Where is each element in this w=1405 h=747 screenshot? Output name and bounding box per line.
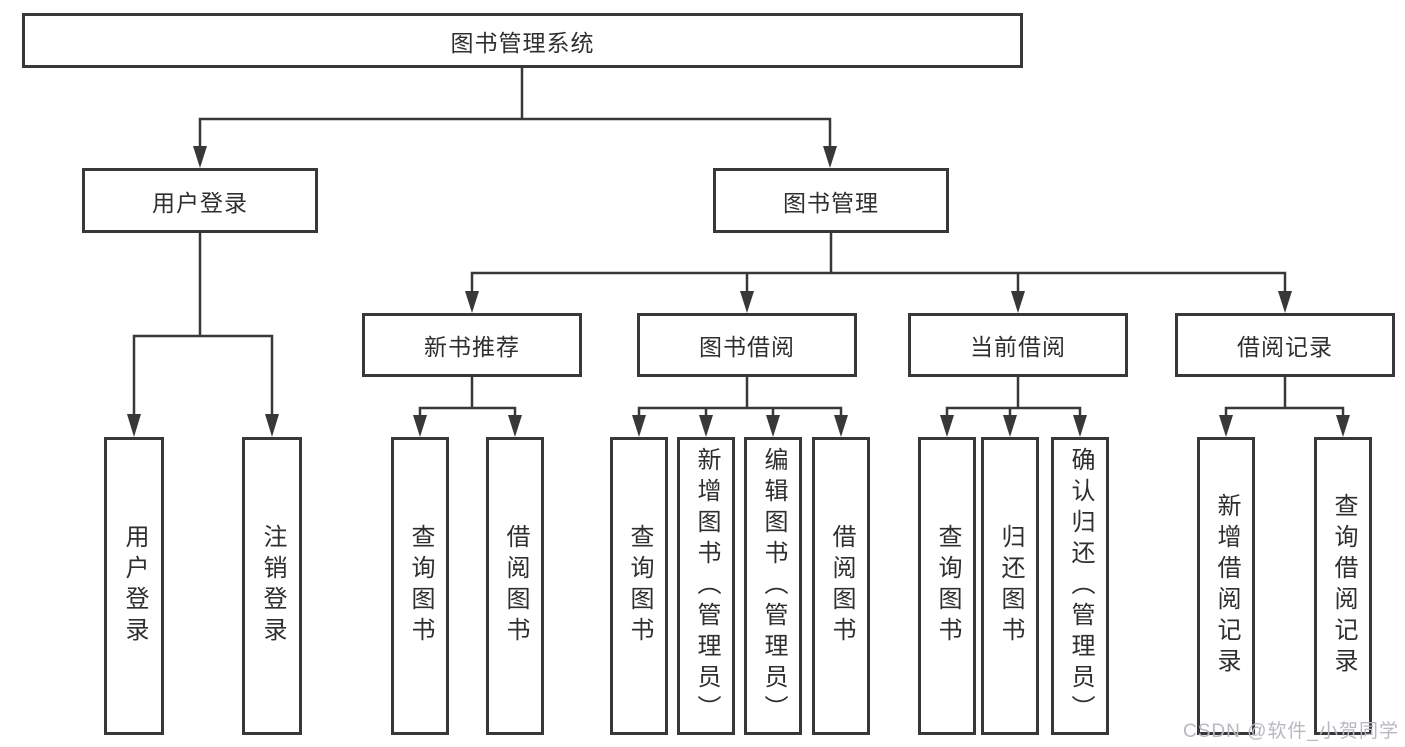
arrow-down-icon	[413, 415, 427, 437]
leaf-query-borrow-record: 查询借阅记录	[1314, 437, 1372, 735]
leaf-borrow-books: 借阅图书	[812, 437, 870, 735]
connector-records-to-leaves	[1224, 377, 1345, 416]
leaf-add-borrow-record: 新增借阅记录	[1197, 437, 1255, 735]
arrow-down-icon	[823, 146, 837, 168]
leaf-label: 查询图书	[407, 524, 434, 648]
leaf-query-books: 查询图书	[391, 437, 449, 735]
leaf-label: 用户登录	[121, 524, 148, 648]
arrow-down-icon	[1011, 291, 1025, 313]
arrow-down-icon	[699, 415, 713, 437]
leaf-confirm-return-admin: 确认归还（管理员）	[1051, 437, 1109, 735]
leaf-query-books: 查询图书	[610, 437, 668, 735]
arrow-down-icon	[508, 415, 522, 437]
connector-currentborrow-to-leaves	[945, 377, 1082, 416]
leaf-label: 确认归还（管理员）	[1067, 446, 1094, 726]
connector-root-to-level1	[198, 68, 832, 147]
arrow-down-icon	[1336, 415, 1350, 437]
arrow-down-icon	[1219, 415, 1233, 437]
node-current-borrow: 当前借阅	[908, 313, 1128, 377]
leaf-label: 新增借阅记录	[1213, 493, 1240, 679]
leaf-borrow-books: 借阅图书	[486, 437, 544, 735]
arrow-down-icon	[740, 291, 754, 313]
arrow-down-icon	[465, 291, 479, 313]
leaf-add-books-admin: 新增图书（管理员）	[677, 437, 735, 735]
arrow-down-icon	[127, 414, 141, 437]
connector-newbooks-to-leaves	[418, 377, 517, 416]
arrow-down-icon	[1003, 415, 1017, 437]
arrow-down-icon	[632, 415, 646, 437]
leaf-label: 注销登录	[259, 524, 286, 648]
leaf-logout: 注销登录	[242, 437, 302, 735]
leaf-query-books: 查询图书	[918, 437, 976, 735]
leaf-user-login: 用户登录	[104, 437, 164, 735]
node-book-management: 图书管理	[713, 168, 949, 233]
leaf-return-books: 归还图书	[981, 437, 1039, 735]
arrow-down-icon	[1278, 291, 1292, 313]
leaf-label: 查询图书	[934, 524, 961, 648]
arrow-down-icon	[193, 146, 207, 168]
arrow-down-icon	[1073, 415, 1087, 437]
arrow-down-icon	[834, 415, 848, 437]
leaf-label: 借阅图书	[828, 524, 855, 648]
arrow-down-icon	[766, 415, 780, 437]
leaf-label: 查询借阅记录	[1330, 493, 1357, 679]
arrow-down-icon	[940, 415, 954, 437]
node-new-book-recommend: 新书推荐	[362, 313, 582, 377]
leaf-label: 编辑图书（管理员）	[760, 446, 787, 726]
leaf-label: 查询图书	[626, 524, 653, 648]
leaf-label: 归还图书	[997, 524, 1024, 648]
connector-userlogin-to-leaves	[132, 233, 274, 415]
leaf-label: 借阅图书	[502, 524, 529, 648]
node-borrow-records: 借阅记录	[1175, 313, 1395, 377]
leaf-label: 新增图书（管理员）	[693, 446, 720, 726]
csdn-watermark: CSDN @软件_小贺同学	[1183, 721, 1399, 742]
connector-bookborrow-to-leaves	[637, 377, 843, 416]
connector-bookmgmt-to-level2	[470, 233, 1287, 292]
arrow-down-icon	[265, 414, 279, 437]
node-root: 图书管理系统	[22, 13, 1023, 68]
node-user-login: 用户登录	[82, 168, 318, 233]
leaf-edit-books-admin: 编辑图书（管理员）	[744, 437, 802, 735]
node-book-borrow: 图书借阅	[637, 313, 857, 377]
